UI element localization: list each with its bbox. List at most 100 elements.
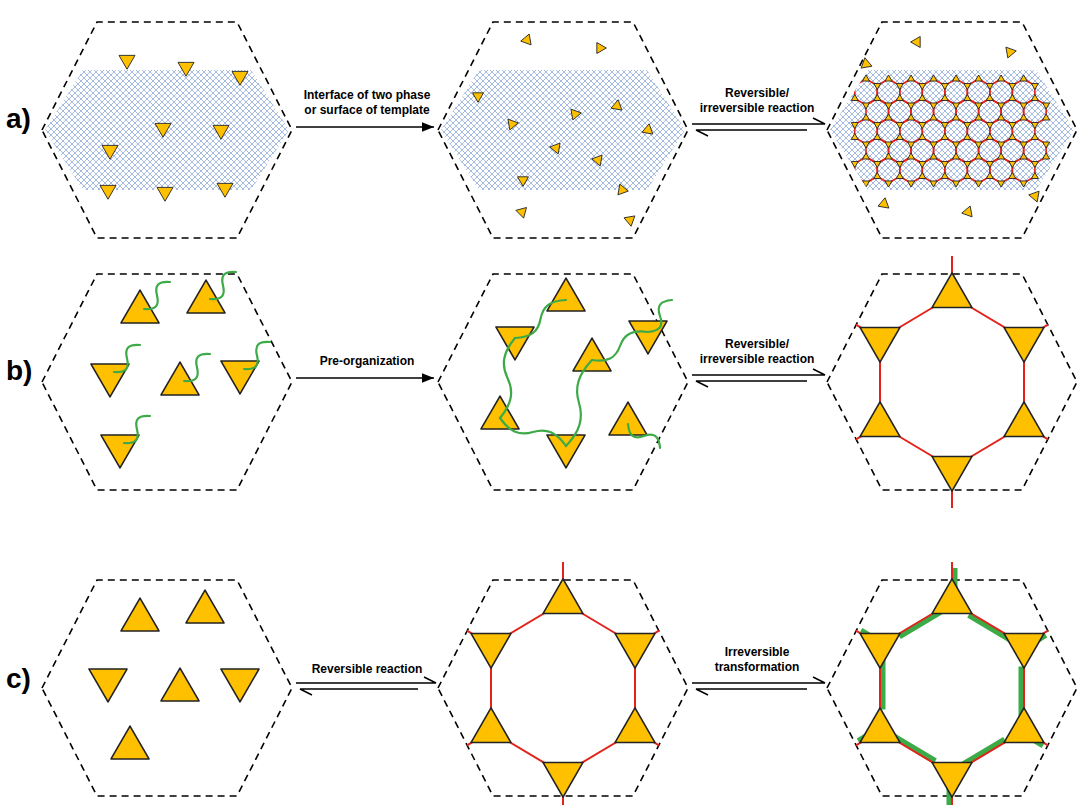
monomer-triangle (962, 206, 972, 217)
monomer-triangle (597, 43, 607, 54)
monomer-triangle (1009, 133, 1016, 139)
linker-chain (566, 360, 592, 446)
monomer-triangle (930, 103, 937, 109)
linker-chain (592, 331, 648, 360)
monomer-triangle (1031, 172, 1038, 178)
monomer-triangle (908, 153, 915, 159)
monomer-triangle (896, 122, 903, 128)
monomer-triangle (964, 161, 971, 167)
equilibrium-arrow (696, 130, 807, 136)
monomer-triangle (975, 114, 982, 120)
monomer-triangle (543, 762, 583, 797)
monomer-triangle (1009, 83, 1016, 89)
equilibrium-arrow (696, 689, 807, 695)
monomer-triangle (998, 142, 1005, 148)
reaction-arrow (296, 126, 434, 128)
monomer-triangle (975, 153, 982, 159)
monomer-triangle (1020, 75, 1027, 81)
monomer-triangle (1043, 142, 1050, 148)
monomer-triangle (119, 55, 135, 69)
monomer-triangle (121, 290, 159, 323)
monomer-triangle (998, 75, 1005, 81)
linker-chain (515, 300, 566, 338)
monomer-triangle (986, 122, 993, 128)
monomer-triangle (618, 184, 628, 195)
monomer-triangle (851, 133, 858, 139)
monomer-triangle (919, 161, 926, 167)
monomer-triangle (885, 114, 892, 120)
linker-chain (500, 418, 566, 446)
dashed-hexagon (438, 274, 688, 490)
monomer-triangle (964, 83, 971, 89)
arrow-label: Reversible/ irreversible reaction (694, 86, 820, 117)
monomer-triangle (547, 278, 585, 311)
monomer-triangle (851, 172, 858, 178)
equilibrium-arrow (692, 118, 825, 124)
equilibrium-arrow (692, 677, 825, 683)
framework-bond (1012, 157, 1035, 183)
monomer-triangle (100, 185, 116, 199)
monomer-triangle (232, 71, 248, 85)
monomer-triangle (953, 103, 960, 109)
monomer-triangle (471, 708, 511, 743)
monomer-triangle (111, 726, 149, 759)
monomer-triangle (930, 75, 937, 81)
linker-chain (648, 300, 672, 332)
panel-label: c) (6, 664, 31, 695)
monomer-triangle (102, 145, 118, 159)
linker-chain (210, 272, 236, 299)
monomer-triangle (863, 181, 870, 187)
monomer-triangle (998, 153, 1005, 159)
monomer-triangle (547, 435, 585, 468)
monomer-triangle (932, 579, 972, 614)
linker-chain (628, 424, 660, 448)
monomer-triangle (543, 579, 583, 614)
monomer-triangle (1031, 161, 1038, 167)
monomer-triangle (896, 94, 903, 100)
monomer-triangle (571, 109, 581, 120)
arrow-label: Irreversible transformation (694, 645, 820, 676)
monomer-triangle (953, 153, 960, 159)
framework-bond (877, 157, 900, 183)
linker-chain (144, 282, 170, 309)
monomer-triangle (1009, 161, 1016, 167)
stabilised-linkage (962, 740, 1005, 766)
monomer-triangle (1004, 402, 1044, 437)
monomer-triangle (885, 75, 892, 81)
monomer-triangle (516, 208, 527, 219)
monomer-triangle (1009, 94, 1016, 100)
reaction-arrow (296, 377, 434, 379)
monomer-triangle (986, 83, 993, 89)
monomer-triangle (1009, 122, 1016, 128)
monomer-triangle (964, 94, 971, 100)
template-band (441, 70, 685, 190)
monomer-triangle (964, 172, 971, 178)
monomer-triangle (1031, 94, 1038, 100)
monomer-triangle (953, 114, 960, 120)
linker-chain (500, 338, 515, 418)
monomer-triangle (1029, 191, 1039, 202)
monomer-triangle (885, 103, 892, 109)
monomer-triangle (986, 133, 993, 139)
monomer-triangle (885, 153, 892, 159)
equilibrium-arrow (692, 369, 825, 375)
monomer-triangle (941, 94, 948, 100)
linker-chain (244, 342, 270, 369)
monomer-triangle (573, 338, 611, 371)
monomer-triangle (121, 598, 159, 631)
monomer-triangle (1006, 47, 1016, 58)
monomer-triangle (157, 187, 173, 201)
monomer-triangle (975, 181, 982, 187)
monomer-triangle (896, 161, 903, 167)
linker-chain (124, 416, 150, 443)
monomer-triangle (919, 83, 926, 89)
monomer-triangle (896, 133, 903, 139)
monomer-triangle (851, 83, 858, 89)
panel-label: a) (6, 104, 31, 135)
monomer-triangle (919, 133, 926, 139)
monomer-triangle (508, 119, 518, 130)
monomer-triangle (615, 633, 655, 668)
monomer-triangle (860, 327, 900, 362)
monomer-triangle (213, 125, 229, 139)
monomer-triangle (874, 133, 881, 139)
